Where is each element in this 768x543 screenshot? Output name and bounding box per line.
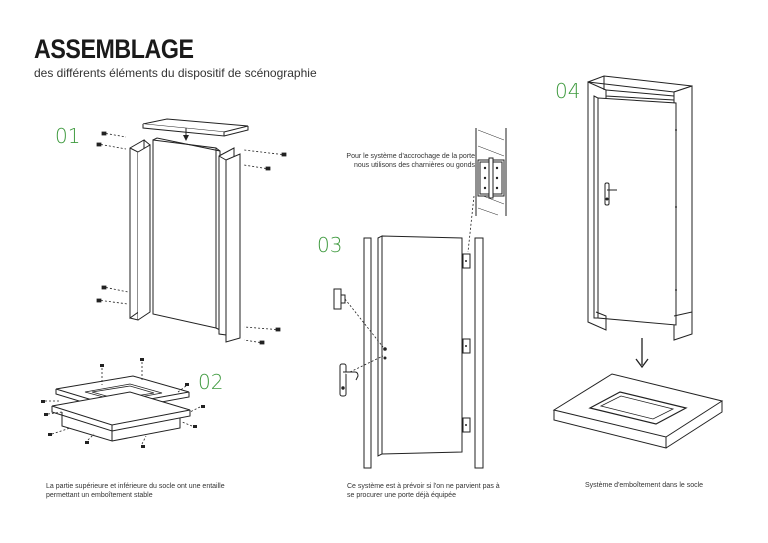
door-hinges xyxy=(462,253,471,433)
screw-icon xyxy=(243,164,271,171)
step-number-02: 02 xyxy=(198,370,224,394)
left-post xyxy=(129,139,151,321)
page-title: ASSEMBLAGE xyxy=(34,34,194,64)
screw-icon xyxy=(96,298,129,305)
screw-icon xyxy=(243,339,265,345)
hinge-note: Pour le système d'accrochage de la porte… xyxy=(346,153,475,169)
hinge-icon xyxy=(479,157,503,199)
door-handle-icon xyxy=(604,182,617,206)
step-number-03: 03 xyxy=(317,233,343,257)
door-panel xyxy=(152,137,221,331)
base-screws xyxy=(41,358,205,448)
screw-icon xyxy=(96,142,127,150)
step-04-caption: Système d'emboîtement dans le socle xyxy=(585,482,704,489)
right-post xyxy=(218,147,241,343)
step-04-assembled xyxy=(552,75,724,449)
strike-plate-icon xyxy=(333,288,346,310)
step-number-04: 04 xyxy=(555,79,581,103)
down-arrow-icon xyxy=(635,338,649,369)
step-number-01: 01 xyxy=(55,124,81,148)
door-handle-icon xyxy=(339,363,359,397)
top-board xyxy=(142,118,249,141)
step-01-exploded-frame xyxy=(96,118,287,345)
step-02-base xyxy=(41,358,205,448)
screw-icon xyxy=(243,326,281,332)
step-03-hinges xyxy=(333,128,507,469)
step-03-caption: Ce système est à prévoir si l'on ne parv… xyxy=(347,483,500,499)
screw-icon xyxy=(101,131,127,138)
screw-icon xyxy=(101,285,129,293)
screws xyxy=(96,131,287,345)
screw-icon xyxy=(243,149,287,157)
page-subtitle: des différents éléments du dispositif de… xyxy=(34,66,317,80)
step-02-caption: La partie supérieure et inférieure du so… xyxy=(46,483,225,499)
